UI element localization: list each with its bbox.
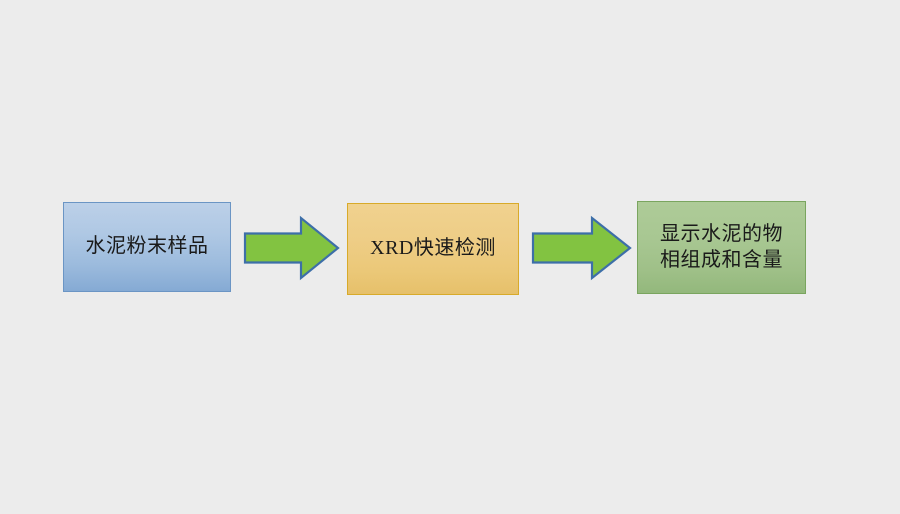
node-label: 显示水泥的物 相组成和含量	[660, 222, 783, 271]
block-arrow-right-icon	[243, 215, 340, 281]
node-xrd-rapid-detection[interactable]: XRD快速检测	[347, 203, 519, 295]
node-label: XRD快速检测	[370, 237, 496, 260]
arrow-source-to-process[interactable]	[243, 215, 340, 281]
arrow-process-to-result[interactable]	[531, 215, 632, 281]
node-phase-composition-output[interactable]: 显示水泥的物 相组成和含量	[637, 201, 806, 294]
block-arrow-right-icon	[531, 215, 632, 281]
node-label: 水泥粉末样品	[85, 235, 209, 258]
node-cement-powder-sample[interactable]: 水泥粉末样品	[63, 202, 231, 292]
